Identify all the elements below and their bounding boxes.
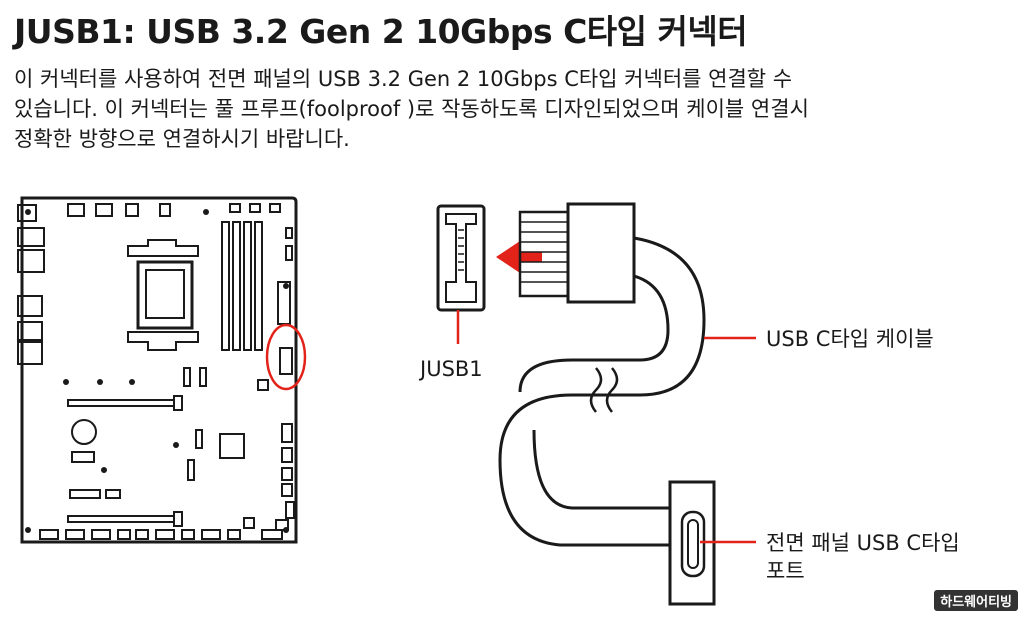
cable-plug xyxy=(518,202,636,304)
front-port-label-line-1: 전면 패널 USB C타입 xyxy=(766,531,960,555)
watermark-logo: 하드웨어티빙 xyxy=(934,590,1018,611)
jusb1-location-highlight xyxy=(265,323,307,391)
page-title: JUSB1: USB 3.2 Gen 2 10Gbps C타입 커넥터 xyxy=(14,12,748,51)
cable-label: USB C타입 케이블 xyxy=(766,327,934,351)
motherboard-diagram xyxy=(17,196,298,544)
jusb1-label: JUSB1 xyxy=(418,357,483,381)
front-port-label-line-2: 포트 xyxy=(766,559,805,583)
description: 이 커넥터를 사용하여 전면 패널의 USB 3.2 Gen 2 10Gbps … xyxy=(14,64,1009,154)
insert-arrow xyxy=(496,241,542,273)
description-line-1: 이 커넥터를 사용하여 전면 패널의 USB 3.2 Gen 2 10Gbps … xyxy=(14,67,793,91)
description-line-3: 정확한 방향으로 연결하시기 바랍니다. xyxy=(14,127,350,151)
description-line-2: 있습니다. 이 커넥터는 풀 프루프(foolproof )로 작동하도록 디자… xyxy=(14,97,809,121)
cable-break-marks xyxy=(589,367,619,413)
jusb1-header xyxy=(436,204,486,312)
mounting-holes xyxy=(25,209,289,533)
usb-c-cable xyxy=(498,236,706,547)
